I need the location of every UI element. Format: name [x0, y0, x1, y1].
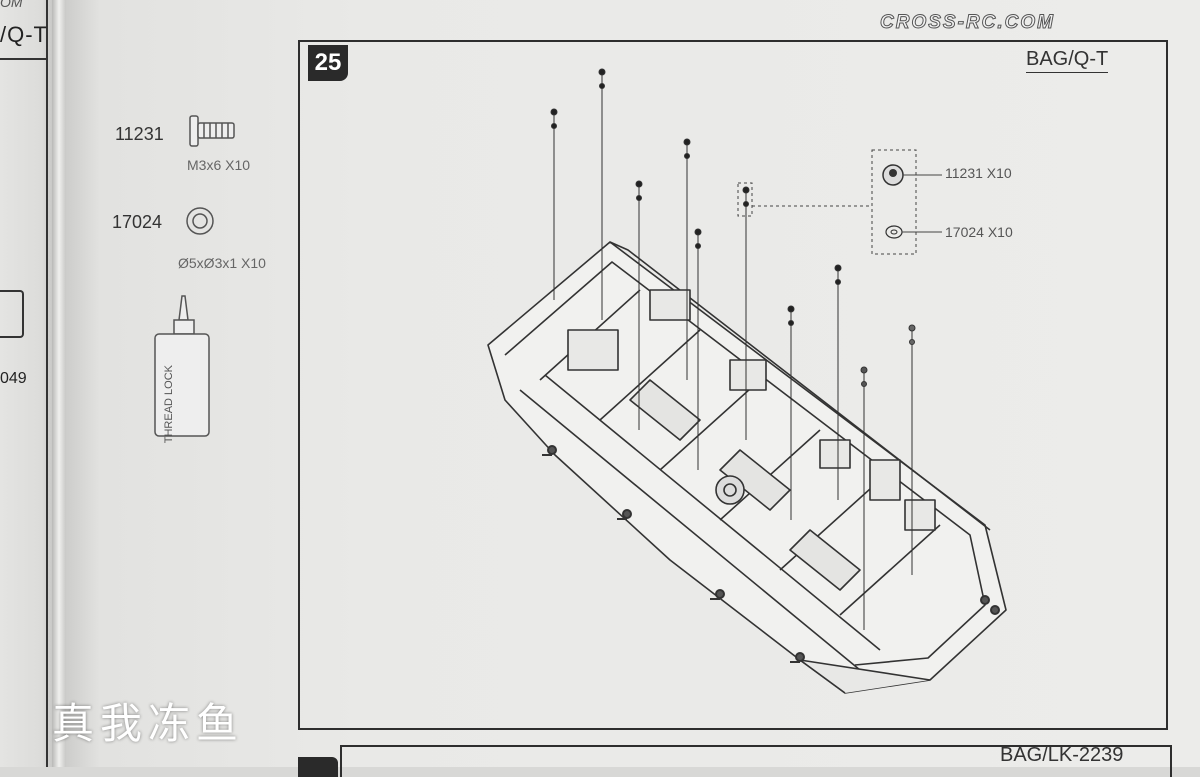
left-page-frame: [0, 0, 48, 767]
brand-logo: CROSS-RC.COM: [880, 12, 1055, 34]
callout-screw-label: 11231 X10: [945, 165, 1012, 181]
next-step-bag-label: BAG/LK-2239: [1000, 744, 1124, 766]
callout-washer-icon: [885, 225, 903, 239]
insertion-lines: [550, 68, 916, 630]
bag-label: BAG/Q-T: [1026, 48, 1109, 73]
flange-screw-icon: [189, 115, 235, 147]
threadlock-bottle-icon: [154, 295, 210, 437]
part-number-screw: 11231: [115, 124, 164, 144]
threadlock-label: THREAD LOCK: [163, 365, 175, 444]
part-spec-washer: Ø5xØ3x1 X10: [178, 255, 266, 271]
part-number-washer: 17024: [112, 212, 163, 232]
callout-box: [737, 149, 942, 255]
left-page: OM /Q-T 049: [0, 0, 60, 767]
screw-head-icon: [882, 164, 904, 186]
book-spine: [52, 0, 66, 767]
left-page-brand-fragment: OM: [0, 0, 23, 10]
callout-washer-label: 17024 X10: [945, 224, 1013, 240]
part-spec-screw: M3x6 X10: [187, 157, 251, 173]
left-page-bag-label: /Q-T: [0, 22, 48, 47]
left-page-underline: [0, 58, 46, 60]
left-page-part-number: 049: [0, 370, 27, 387]
side-screws: [542, 445, 1000, 663]
left-page-part-outline: [0, 290, 24, 338]
next-step-badge: [298, 757, 338, 777]
watermark: 真我冻鱼: [52, 699, 245, 748]
washer-icon: [186, 207, 214, 235]
step-panel: [298, 40, 1168, 730]
next-step-panel: [340, 745, 1172, 777]
chassis-tub: [487, 241, 1007, 694]
step-number: 25: [308, 45, 348, 81]
